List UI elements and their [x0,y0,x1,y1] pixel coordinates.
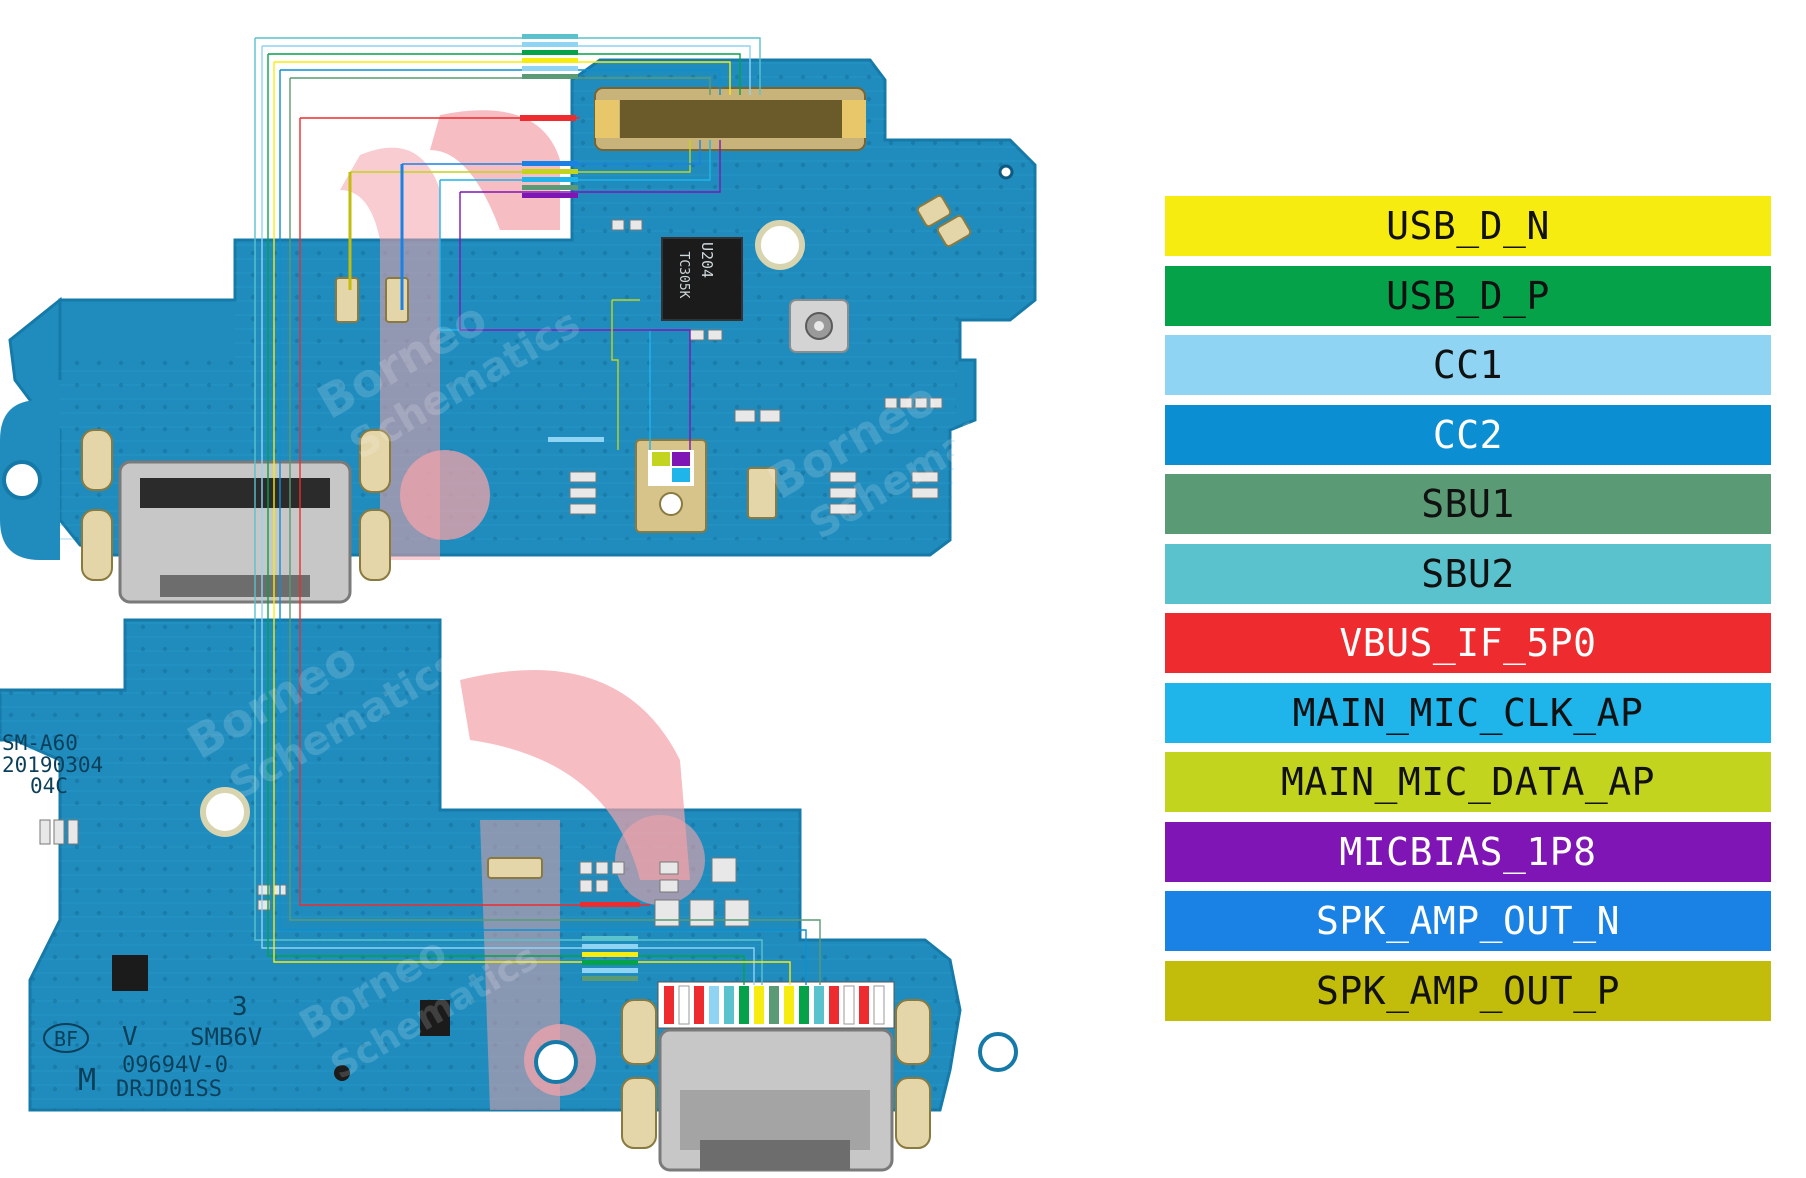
legend-cc1: CC1 [1165,335,1771,395]
chip-label-u204: U204 [698,242,716,278]
top-mount-hole-left [2,460,42,500]
trace-tags [520,34,640,981]
legend-spk-amp-out-n: SPK_AMP_OUT_N [1165,891,1771,951]
legend-label: SBU1 [1421,482,1515,526]
legend-label: CC2 [1432,412,1504,457]
bottom-mount-hole-right [978,1032,1018,1072]
legend-sbu2: SBU2 [1165,543,1771,604]
number-3-marking: 3 [232,992,248,1022]
smb6v-marking: SMB6V [190,1023,262,1051]
solder-pads-top [81,194,972,581]
board-markings: SM-A60 20190304 04C BF M 3 V SMB6V 09694… [2,731,262,1102]
legend-usb-d-n: USB_D_N [1165,196,1771,256]
legend-main-mic-data-ap: MAIN_MIC_DATA_AP [1165,752,1771,812]
antenna-connector [789,299,849,353]
legend-label: MAIN_MIC_CLK_AP [1292,690,1644,735]
chip-label-tc305k: TC305K [676,252,691,299]
chip-bottom-left [112,955,148,991]
chip-bottom-center [420,1000,450,1036]
bottom-mount-hole-center [200,787,250,837]
part-code-marking: 09694V-0 [122,1053,228,1078]
smd-components-top [569,219,943,515]
legend-usb-d-p: USB_D_P [1165,265,1771,326]
legend-spk-amp-out-p: SPK_AMP_OUT_P [1165,960,1771,1021]
legend-sbu1: SBU1 [1165,474,1771,534]
bf-marking: BF [54,1027,78,1051]
chip-u204: U204 TC305K [661,237,743,321]
legend-label: MICBIAS_1P8 [1339,829,1597,874]
usb-c-pad-colors [664,985,885,1025]
legend-label: USB_D_P [1386,273,1550,318]
pcb-diagram: U204 TC305K [0,34,1037,1172]
legend-label: SPK_AMP_OUT_N [1316,899,1620,943]
m-marking: M [78,1063,96,1098]
signal-traces [254,37,821,985]
microphone [635,439,707,533]
drj-marking: DRJD01SS [116,1077,222,1102]
legend-label: MAIN_MIC_DATA_AP [1280,760,1656,804]
legend-micbias-1p8: MICBIAS_1P8 [1165,821,1771,882]
legend-label: CC1 [1432,343,1504,387]
board-to-board-connector [594,87,866,151]
legend-label: USB_D_N [1386,204,1550,248]
signal-legend: USB_D_N USB_D_P CC1 CC2 SBU1 SBU2 VBUS_I… [1165,196,1771,1030]
model-marking-1: SM-A60 [2,731,78,755]
legend-cc2: CC2 [1165,404,1771,465]
legend-label: SBU2 [1421,551,1515,596]
usb-c-port-top [118,460,352,604]
model-marking-2: 20190304 [2,753,103,777]
legend-main-mic-clk-ap: MAIN_MIC_CLK_AP [1165,682,1771,743]
top-board: U204 TC305K [0,58,1037,604]
v-marking: V [122,1022,138,1052]
bottom-mount-hole-left [534,1040,578,1084]
legend-vbus-if-5p0: VBUS_IF_5P0 [1165,613,1771,673]
bottom-board: SM-A60 20190304 04C BF M 3 V SMB6V 09694… [0,618,1018,1172]
model-marking-3: 04C [30,774,68,798]
legend-label: VBUS_IF_5P0 [1339,621,1597,665]
top-mount-hole-right [998,164,1014,180]
smd-components-bottom [39,819,750,927]
legend-label: SPK_AMP_OUT_P [1316,968,1620,1013]
top-mount-hole-center [755,220,805,270]
usb-c-port-bottom [658,1028,894,1172]
